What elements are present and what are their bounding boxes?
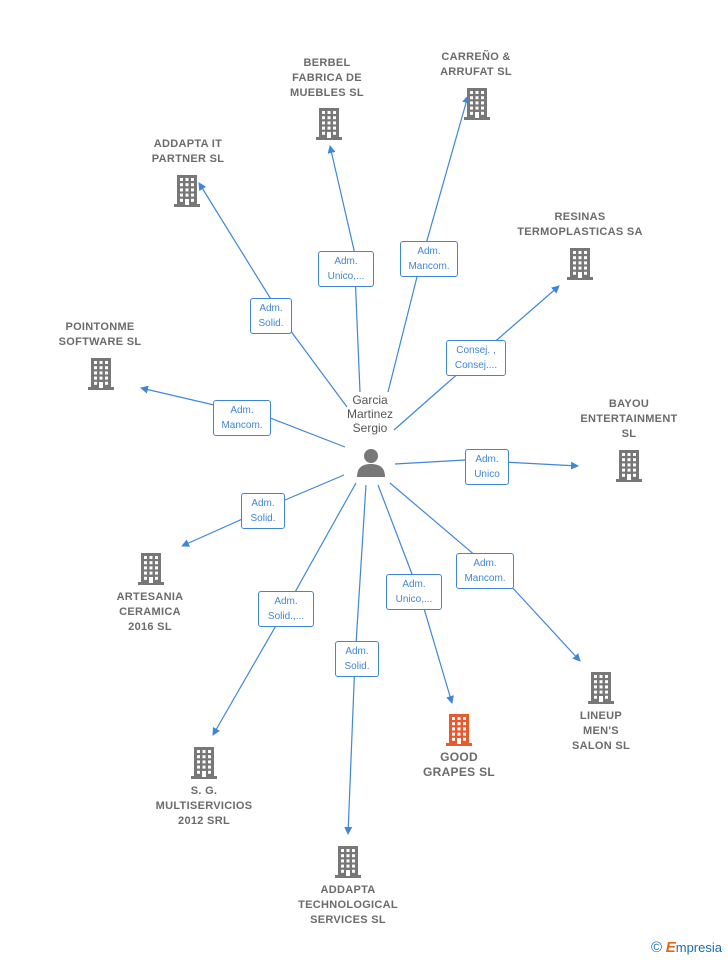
building-icon[interactable]: [585, 670, 617, 709]
relation-box-addapta-tech[interactable]: Adm. Solid.: [335, 641, 379, 677]
relation-box-good-grapes[interactable]: Adm. Unico,...: [386, 574, 442, 610]
relation-box-pointonme[interactable]: Adm. Mancom.: [213, 400, 271, 436]
relation-box-artesania[interactable]: Adm. Solid.: [241, 493, 285, 529]
person-name[interactable]: Garcia Martinez Sergio: [346, 393, 393, 435]
company-label-sg[interactable]: S. G. MULTISERVICIOS 2012 SRL: [155, 785, 253, 827]
person-icon[interactable]: [355, 447, 387, 477]
company-label-lineup[interactable]: LINEUP MEN'S SALON SL: [571, 710, 630, 752]
building-icon[interactable]: [188, 745, 220, 784]
edge-berbel: [327, 145, 361, 393]
building-icon[interactable]: [613, 448, 645, 487]
company-label-addapta-it[interactable]: ADDAPTA IT PARTNER SL: [151, 138, 225, 165]
building-icon[interactable]: [135, 551, 167, 590]
building-icon[interactable]: [85, 356, 117, 395]
edge-resinas: [393, 285, 560, 431]
building-icon[interactable]: [313, 106, 345, 145]
company-label-good-grapes[interactable]: GOOD GRAPES SL: [422, 750, 496, 779]
relation-box-sg[interactable]: Adm. Solid.,...: [258, 591, 314, 627]
company-label-artesania[interactable]: ARTESANIA CERAMICA 2016 SL: [116, 591, 184, 633]
relation-box-resinas[interactable]: Consej. , Consej....: [446, 340, 506, 376]
building-icon[interactable]: [461, 86, 493, 125]
company-label-carreno[interactable]: CARREÑO & ARRUFAT SL: [440, 51, 512, 78]
company-label-resinas[interactable]: RESINAS TERMOPLASTICAS SA: [517, 211, 643, 238]
building-icon[interactable]: [564, 246, 596, 285]
brand-logo-text: mpresia: [675, 940, 722, 955]
relation-box-addapta-it[interactable]: Adm. Solid.: [250, 298, 292, 334]
building-icon[interactable]: [332, 844, 364, 883]
company-label-bayou[interactable]: BAYOU ENTERTAINMENT SL: [580, 398, 678, 440]
company-label-addapta-tech[interactable]: ADDAPTA TECHNOLOGICAL SERVICES SL: [298, 884, 398, 926]
edge-addapta-it: [198, 182, 348, 408]
footer-brand: © Empresia: [651, 939, 722, 956]
edge-artesania: [181, 474, 345, 547]
relation-box-carreno[interactable]: Adm. Mancom.: [400, 241, 458, 277]
company-label-berbel[interactable]: BERBEL FABRICA DE MUEBLES SL: [290, 57, 364, 99]
copyright-icon: ©: [651, 939, 663, 956]
company-label-pointonme[interactable]: POINTONME SOFTWARE SL: [58, 321, 142, 348]
relation-box-bayou[interactable]: Adm. Unico: [465, 449, 509, 485]
relation-box-lineup[interactable]: Adm. Mancom.: [456, 553, 514, 589]
relation-box-berbel[interactable]: Adm. Unico,...: [318, 251, 374, 287]
brand-logo-initial: E: [665, 939, 676, 956]
building-icon[interactable]: [443, 712, 475, 751]
building-icon[interactable]: [171, 173, 203, 212]
